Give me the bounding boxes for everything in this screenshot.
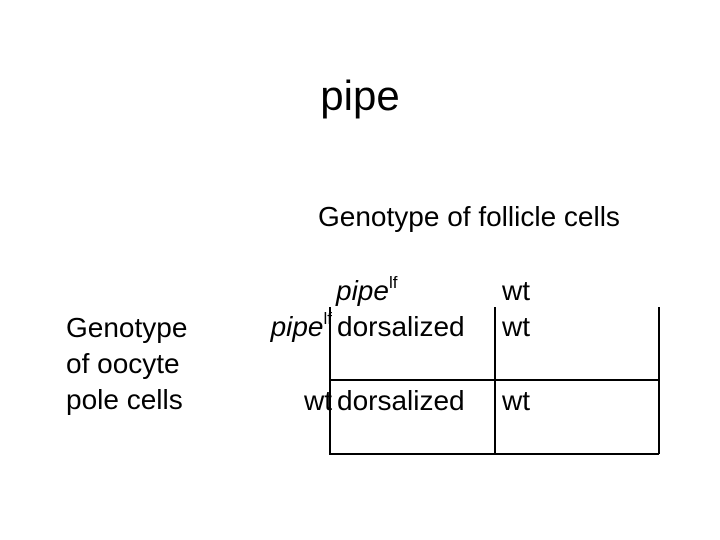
cell-pipe-lf-by-wt: wt [502, 311, 530, 342]
column-header-pipe-superscript: lf [388, 273, 398, 292]
row-heading-line-3: pole cells [66, 384, 183, 415]
row-heading-line-1: Genotype [66, 312, 188, 343]
row-heading: Genotype of oocyte pole cells [66, 310, 187, 418]
column-heading: Genotype of follicle cells [318, 201, 620, 232]
row-heading-line-2: of oocyte [66, 348, 180, 379]
column-header-wt: wt [502, 275, 530, 306]
cell-wt-by-wt: wt [502, 385, 530, 416]
row-label-pipe-superscript: lf [323, 309, 333, 328]
row-label-pipe-label: pipe [270, 311, 324, 342]
row-label-wt: wt [304, 385, 332, 416]
row-label-pipe-lf: pipelf [271, 310, 332, 344]
grid-line-bottom [329, 453, 659, 455]
grid-line-left [329, 307, 331, 454]
cell-pipe-lf-by-pipe-lf: dorsalized [337, 311, 465, 342]
grid-line-row-divider [329, 379, 659, 381]
cell-wt-by-pipe-lf: dorsalized [337, 385, 465, 416]
grid-line-right [658, 307, 660, 454]
grid-line-middle [494, 307, 496, 454]
slide-title: pipe [320, 72, 400, 119]
column-header-pipe-label: pipe [336, 275, 389, 306]
column-header-pipe-lf: pipelf [336, 274, 397, 308]
